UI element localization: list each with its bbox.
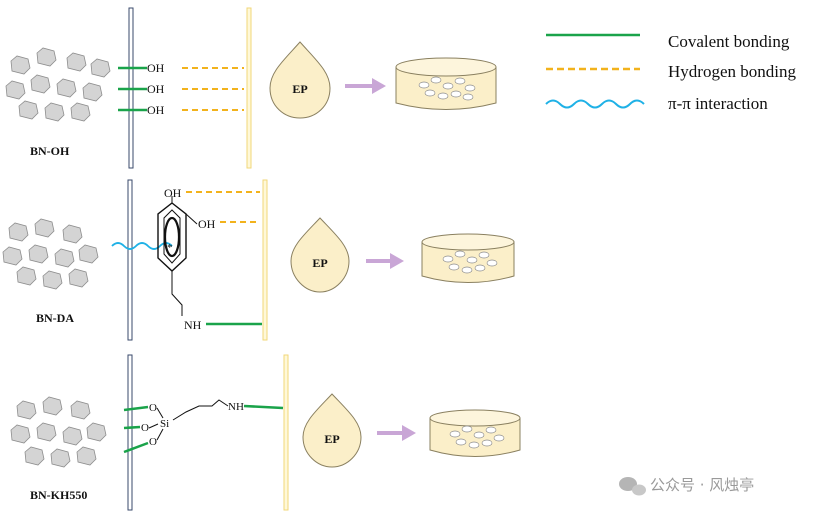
arrow — [345, 78, 386, 94]
panel-label: BN-KH550 — [30, 488, 87, 502]
panel-bn-kh550: O O O Si NH BN-KH550 EP — [10, 354, 521, 511]
composite-dish — [429, 409, 521, 457]
ep-label: EP — [312, 256, 327, 270]
covalent-bond — [243, 404, 284, 410]
oh-group-1: OH — [164, 186, 182, 200]
nh-group: NH — [184, 318, 202, 332]
bn-surface-wall — [127, 354, 133, 511]
arrow — [377, 425, 416, 441]
o-atom-3: O — [149, 436, 157, 448]
composite-dish — [395, 57, 497, 110]
panel-label: BN-DA — [36, 311, 74, 325]
ep-label: EP — [292, 82, 307, 96]
ep-droplet — [269, 41, 331, 119]
panel-label: BN-OH — [30, 144, 70, 158]
legend-pipi-label: π-π interaction — [668, 94, 768, 113]
ep-surface-wall — [283, 354, 289, 511]
ep-droplet — [290, 217, 350, 293]
ep-surface-wall — [246, 7, 252, 169]
legend-covalent-label: Covalent bonding — [668, 32, 790, 51]
bn-surface-wall — [127, 179, 133, 341]
ep-label: EP — [324, 432, 339, 446]
legend-pipi-wave — [545, 99, 645, 109]
watermark-text: 公众号 · 风烛亭 — [650, 476, 754, 494]
oh-group-1: OH — [147, 61, 165, 75]
o-atom-2: O — [141, 422, 149, 434]
panel-bn-oh: OH OH OH BN-OH EP — [5, 7, 497, 169]
arrow — [366, 253, 404, 269]
panel-bn-da: * OH OH NH BN-DA EP — [2, 179, 515, 341]
oh-group-2: OH — [198, 217, 216, 231]
si-atom: Si — [160, 418, 169, 430]
svg-text:*: * — [167, 242, 173, 254]
ep-surface-wall — [262, 179, 268, 341]
bn-flakes — [2, 218, 99, 290]
o-atom-1: O — [149, 402, 157, 414]
oh-group-3: OH — [147, 103, 165, 117]
dopamine-ring: * — [157, 202, 187, 272]
oh-group-2: OH — [147, 82, 165, 96]
bn-flakes — [5, 47, 111, 122]
nh-group: NH — [228, 401, 244, 413]
wechat-icon — [619, 477, 646, 496]
watermark: 公众号 · 风烛亭 — [619, 476, 754, 496]
composite-dish — [421, 233, 515, 283]
legend: Covalent bonding Hydrogen bonding π-π in… — [545, 32, 796, 113]
bn-flakes — [10, 396, 107, 468]
pi-pi-wave — [111, 242, 173, 250]
ep-droplet — [302, 393, 362, 468]
legend-hydrogen-label: Hydrogen bonding — [668, 62, 796, 81]
